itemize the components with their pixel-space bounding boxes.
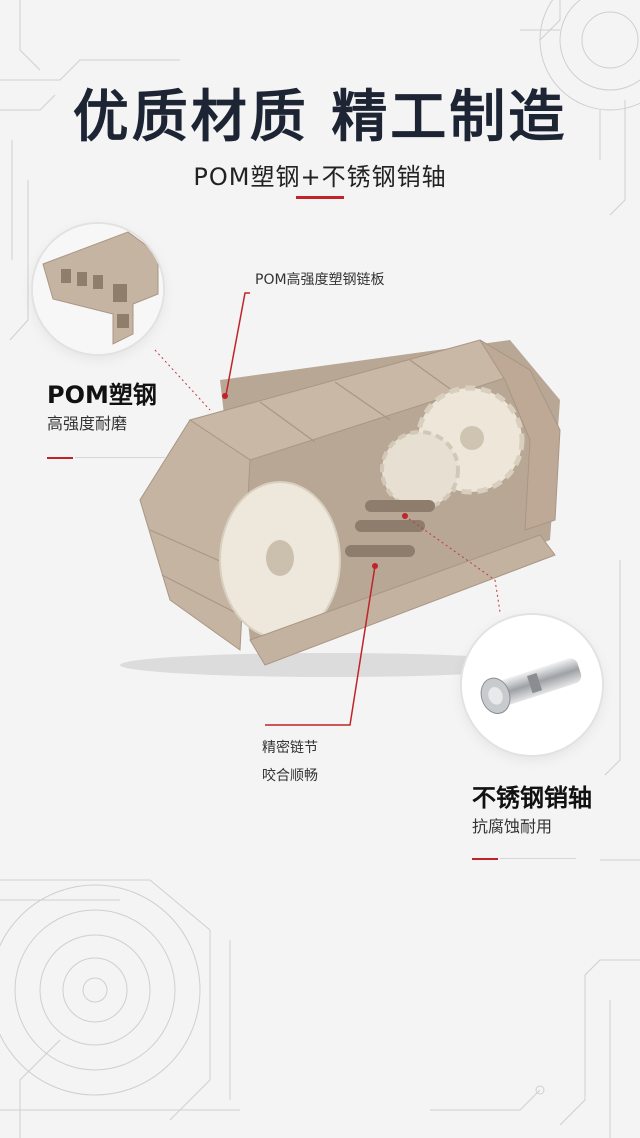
feature-left-accent: [47, 457, 73, 459]
pom-profile-circle: [33, 224, 163, 354]
callout-top-label: POM高强度塑钢链板: [255, 272, 385, 288]
feature-right-subtitle: 抗腐蚀耐用: [472, 817, 553, 836]
stainless-pin-circle: [462, 615, 602, 755]
title-underline: [296, 196, 344, 199]
feature-left-divider: [75, 457, 165, 458]
feature-right-divider: [500, 858, 576, 859]
callout-bottom-line1: 精密链节: [262, 740, 318, 756]
page-title: 优质材质 精工制造: [72, 85, 568, 150]
feature-left-title: POM塑钢: [47, 381, 157, 409]
callout-bottom-line2: 咬合顺畅: [262, 768, 318, 784]
stainless-pin-image: [462, 615, 602, 755]
feature-right-title: 不锈钢销轴: [472, 784, 592, 812]
pom-profile-image: [33, 224, 163, 354]
page-subtitle: POM塑钢+不锈钢销轴: [193, 163, 447, 191]
feature-right-accent: [472, 858, 498, 860]
feature-left-subtitle: 高强度耐磨: [47, 414, 128, 433]
plastic-chain-product-image: [120, 339, 561, 677]
callout-bottom: 精密链节 咬合顺畅: [262, 734, 318, 790]
